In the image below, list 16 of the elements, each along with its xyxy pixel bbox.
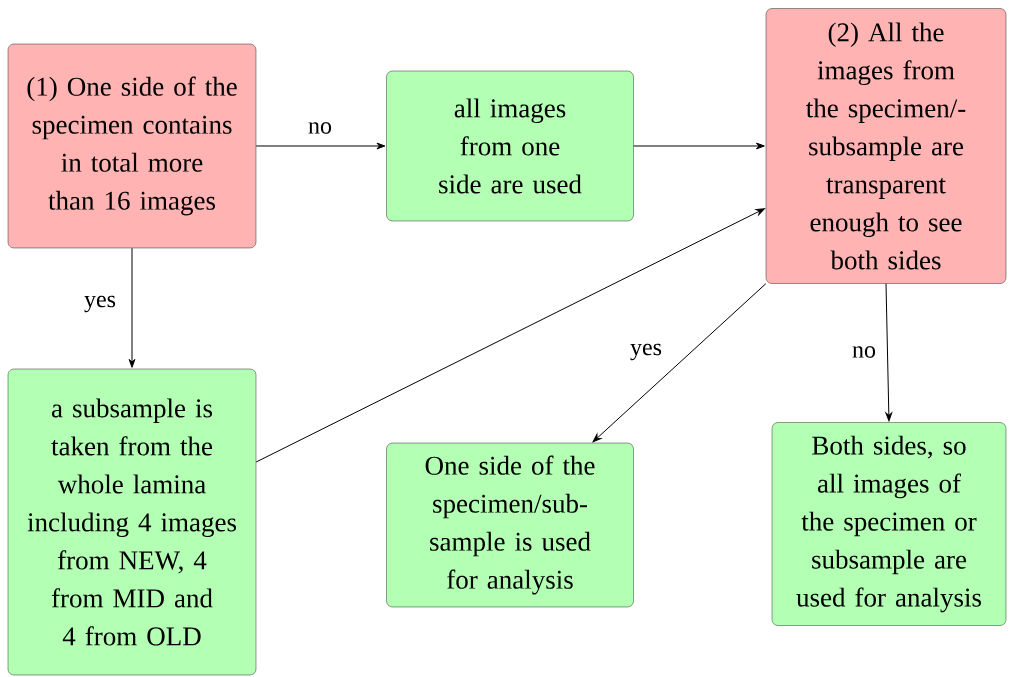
arrow — [255, 208, 765, 463]
process-box: all images from one side are used — [386, 70, 634, 222]
edge-label: no — [307, 121, 333, 135]
arrow — [885, 283, 893, 422]
process-box: One side of the specimen/sub-sample is used for analysis — [386, 442, 634, 608]
arrow — [592, 283, 767, 443]
arrow — [633, 142, 765, 150]
decision-box: (1) One side of the specimen contains in total more than 16 images — [7, 43, 257, 249]
arrow — [128, 247, 136, 368]
process-box: Both sides, so all images of the specimen or subsample are used for analysis — [771, 422, 1007, 626]
decision-box: (2) All the images from the specimen/-subsample are transparent enough to see both sides — [765, 8, 1007, 284]
edge-label: yes — [83, 294, 117, 314]
arrow — [255, 142, 386, 150]
process-box: a subsample is taken from the whole lamina including 4 images from NEW, 4 from MID and 4 from OLD — [7, 368, 257, 676]
edge-label: no — [851, 345, 877, 359]
edge-label: yes — [629, 342, 663, 362]
